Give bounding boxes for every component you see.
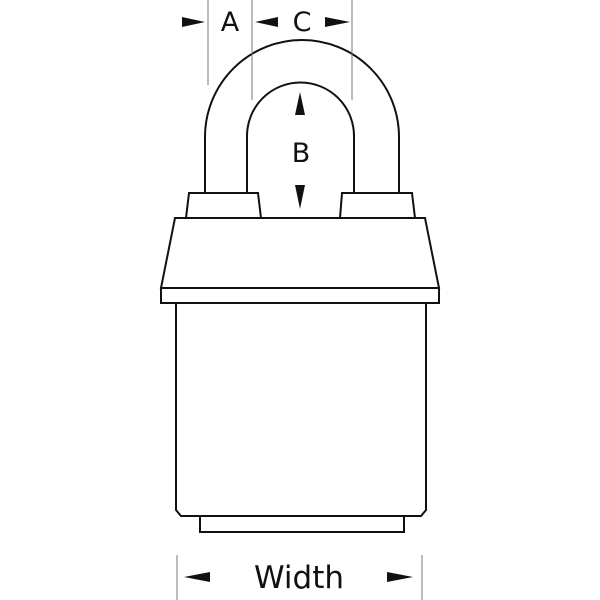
body-top <box>159 217 441 289</box>
shackle-inner <box>246 81 355 193</box>
arrow-c-right-icon <box>325 17 350 27</box>
body-lower <box>175 303 427 517</box>
arrow-width-right-icon <box>387 572 413 582</box>
arrow-b-up-icon <box>295 92 305 115</box>
shoulder-left <box>184 192 263 219</box>
body-band <box>160 287 440 304</box>
base-plate <box>199 515 405 533</box>
label-c: C <box>293 7 312 38</box>
label-a: A <box>221 7 240 38</box>
shoulder-right <box>338 192 417 219</box>
shackle-outer <box>204 39 400 193</box>
label-width: Width <box>254 560 344 596</box>
arrow-width-left-icon <box>184 572 210 582</box>
arrow-c-left-icon <box>255 17 278 27</box>
label-b: B <box>292 138 311 169</box>
arrow-a-icon <box>182 17 205 27</box>
arrow-b-down-icon <box>295 185 305 209</box>
